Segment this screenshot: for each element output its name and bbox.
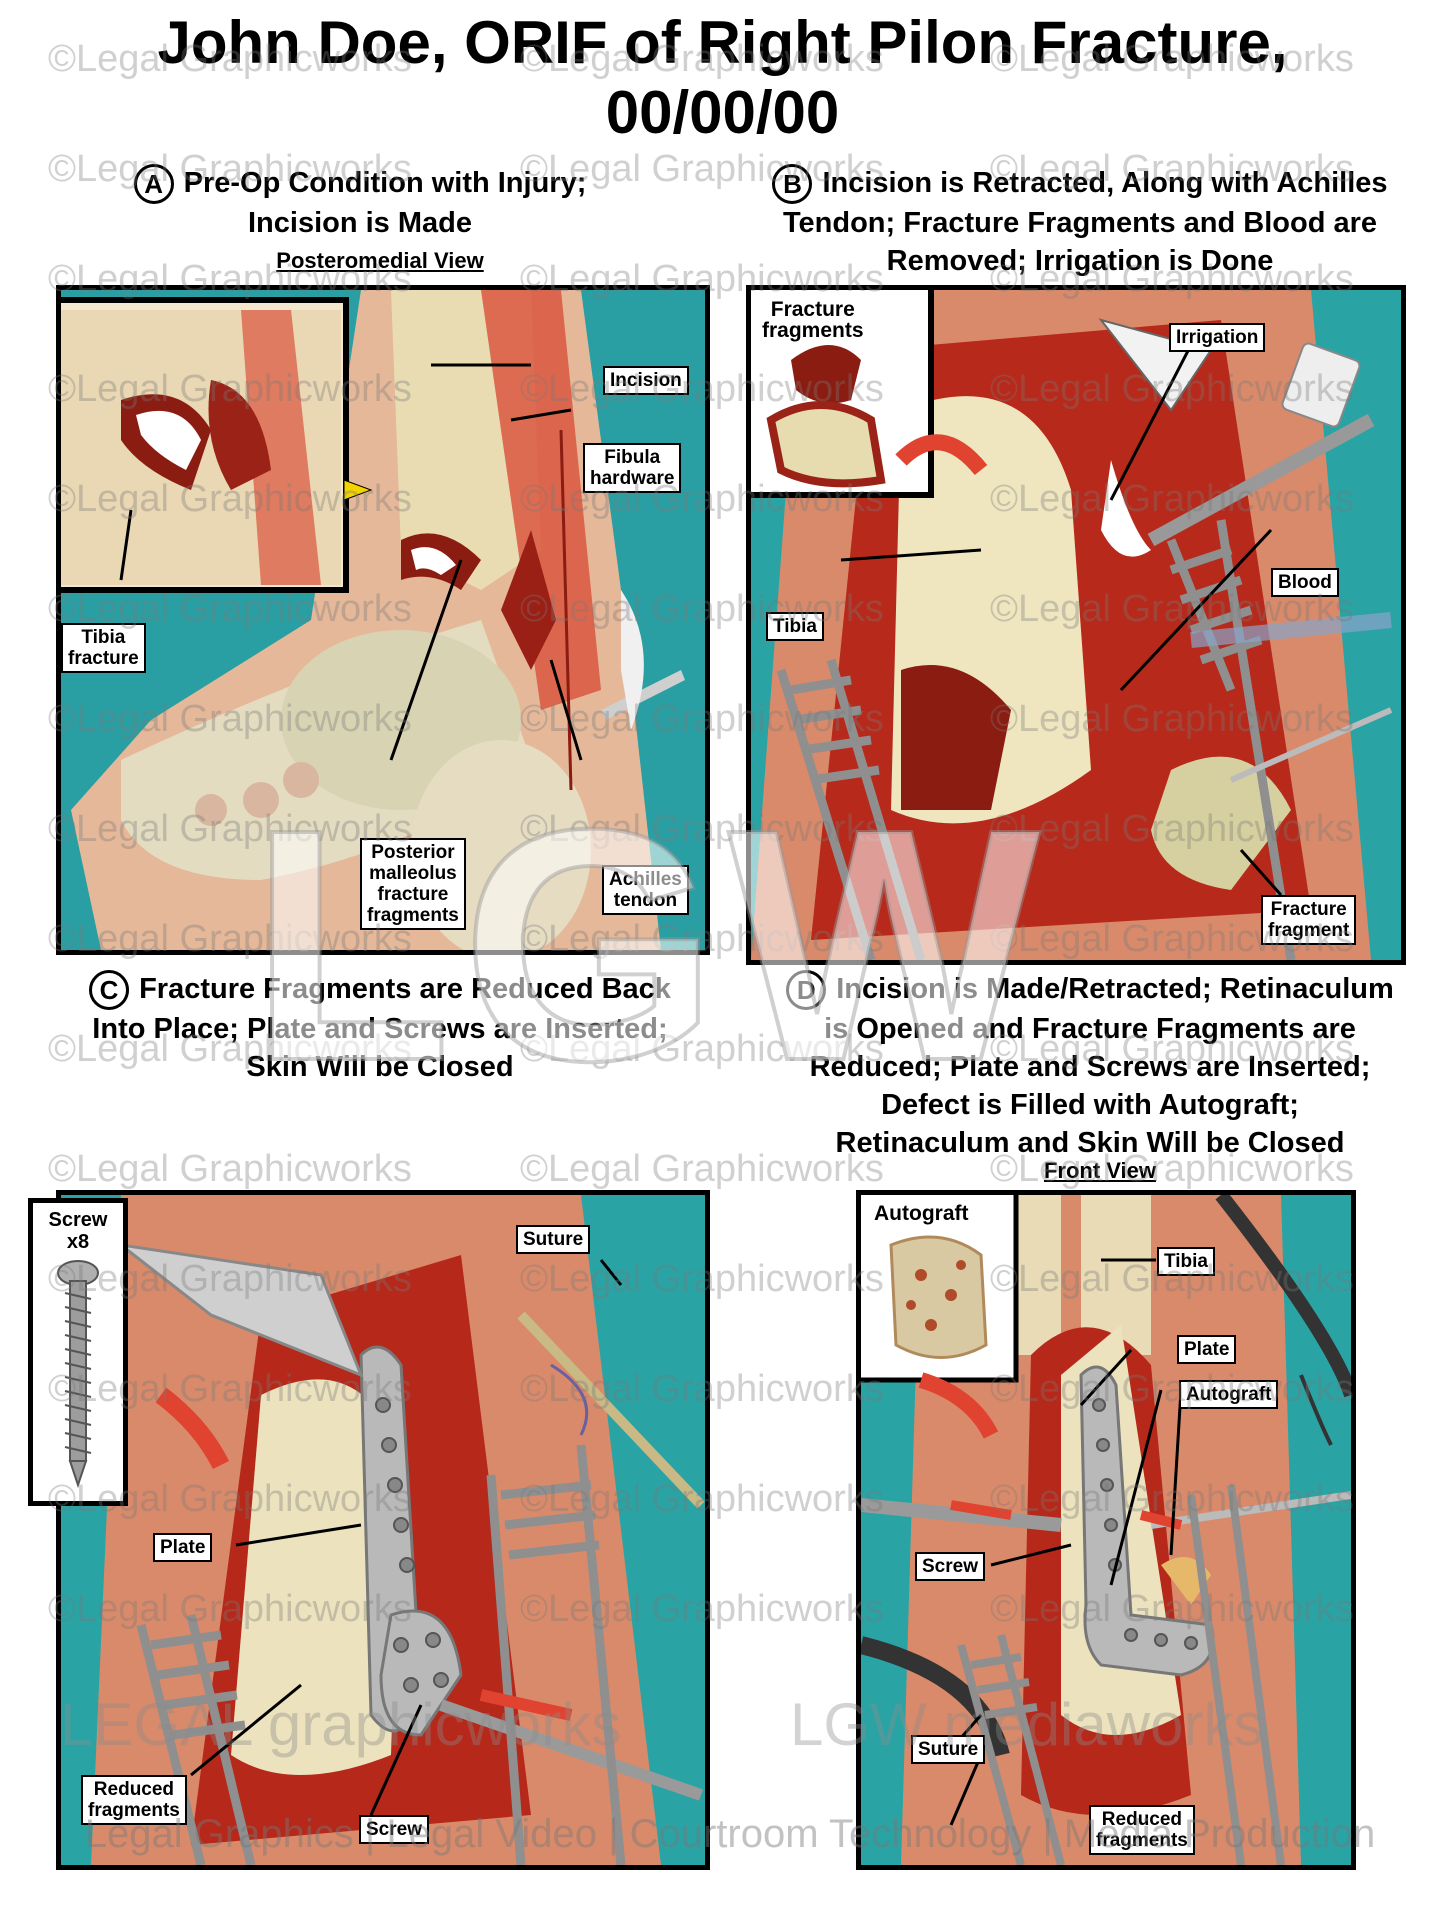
label-suture: Suture: [516, 1225, 591, 1254]
panel-b-drawing: [751, 290, 1401, 960]
panel-c-drawing: [61, 1195, 705, 1865]
panel-a-heading: A Pre-Op Condition with Injury; Incision …: [60, 164, 660, 242]
label-screw: Screw: [359, 1815, 429, 1844]
panel-c-illustration: Plate Suture Reduced fragments Screw: [56, 1190, 710, 1870]
panel-b-heading: B Incision is Retracted, Along with Achil…: [730, 164, 1430, 280]
footer-tagline: Legal Graphics | Legal Video | Courtroom…: [84, 1812, 1376, 1856]
label-screw-x8: Screw x8: [48, 1209, 108, 1253]
panel-d-title-line-4: Defect is Filled with Autograft;: [881, 1089, 1299, 1122]
label-incision: Incision: [603, 366, 689, 395]
label-fibula-hardware: Fibula hardware: [583, 443, 682, 493]
label-tibia-fracture: Tibia fracture: [61, 623, 146, 673]
panel-d-view-label: Front View: [1043, 1158, 1157, 1183]
footer-brand-legal: LEGAL graphicworks: [60, 1691, 622, 1758]
label-reduced-fragments: Reduced fragments: [81, 1775, 187, 1825]
panel-d-heading: D Incision is Made/Retracted; Retinaculum…: [740, 970, 1440, 1162]
screw-inset: Screw x8: [28, 1198, 128, 1506]
panel-d-drawing: [861, 1195, 1351, 1865]
label-reduced-fragments-front: Reduced fragments: [1089, 1805, 1195, 1855]
center-logo-watermark: LGW: [248, 760, 1050, 1129]
label-fracture-fragment: Fracture fragment: [1261, 895, 1357, 945]
panel-a-title-line-1: Pre-Op Condition with Injury;: [183, 167, 587, 199]
panel-d-letter: D: [786, 970, 827, 1011]
label-autograft: Autograft: [1179, 1380, 1279, 1409]
label-posterior-malleolus: Posterior malleolus fracture fragments: [360, 838, 466, 930]
panel-b-illustration: Fracture fragments Irrigation Tibia Bloo…: [746, 285, 1406, 965]
panel-a-title-line-2: Incision is Made: [248, 207, 472, 240]
label-plate-front: Plate: [1177, 1335, 1237, 1364]
label-fracture-fragments-inset: Fracture fragments: [757, 297, 869, 343]
panel-d-title-line-3: Reduced; Plate and Screws are Inserted;: [809, 1051, 1371, 1084]
panel-d-title-line-1: Incision is Made/Retracted; Retinaculum: [836, 973, 1394, 1005]
panel-c-title-line-1: Fracture Fragments are Reduced Back: [139, 973, 671, 1005]
label-screw-front: Screw: [915, 1552, 985, 1581]
panel-d-title-line-5: Retinaculum and Skin Will be Closed: [835, 1127, 1345, 1160]
panel-b-title-line-3: Removed; Irrigation is Done: [886, 245, 1274, 278]
panel-b-title-line-2: Tendon; Fracture Fragments and Blood are: [782, 207, 1378, 240]
panel-a-illustration: Incision Fibula hardware Tibia fracture …: [56, 285, 710, 955]
page-title-line-1: John Doe, ORIF of Right Pilon Fracture,: [157, 9, 1288, 76]
label-plate: Plate: [153, 1533, 213, 1562]
panel-a-drawing: [61, 290, 705, 950]
panel-b-letter: B: [772, 164, 813, 205]
label-tibia: Tibia: [766, 612, 824, 641]
panel-d-title-line-2: is Opened and Fracture Fragments are: [824, 1013, 1356, 1046]
panel-b-title-line-1: Incision is Retracted, Along with Achill…: [822, 167, 1388, 199]
panel-a-view-label: Posteromedial View: [276, 248, 484, 273]
page-title: John Doe, ORIF of Right Pilon Fracture, …: [0, 8, 1445, 148]
page-title-line-2: 00/00/00: [605, 79, 840, 146]
footer-brand-mediaworks: LGW mediaworks: [790, 1691, 1264, 1758]
screw-icon: [57, 1260, 99, 1489]
watermark: ©Legal Graphicworks: [48, 1148, 412, 1190]
panel-c-letter: C: [89, 970, 130, 1011]
label-suture-front: Suture: [911, 1735, 986, 1764]
panel-c-title-line-3: Skin Will be Closed: [246, 1051, 514, 1084]
panel-a-letter: A: [133, 164, 174, 205]
label-tibia-front: Tibia: [1157, 1247, 1215, 1276]
label-autograft-inset: Autograft: [869, 1201, 974, 1226]
label-blood: Blood: [1271, 568, 1339, 597]
panel-c-heading: C Fracture Fragments are Reduced Back Int…: [60, 970, 700, 1086]
label-irrigation: Irrigation: [1169, 323, 1266, 352]
label-achilles-tendon: Achilles tendon: [602, 865, 689, 915]
panel-c-title-line-2: Into Place; Plate and Screws are Inserte…: [92, 1013, 668, 1046]
panel-d-illustration: Autograft Tibia Plate Autograft Screw Su…: [856, 1190, 1356, 1870]
